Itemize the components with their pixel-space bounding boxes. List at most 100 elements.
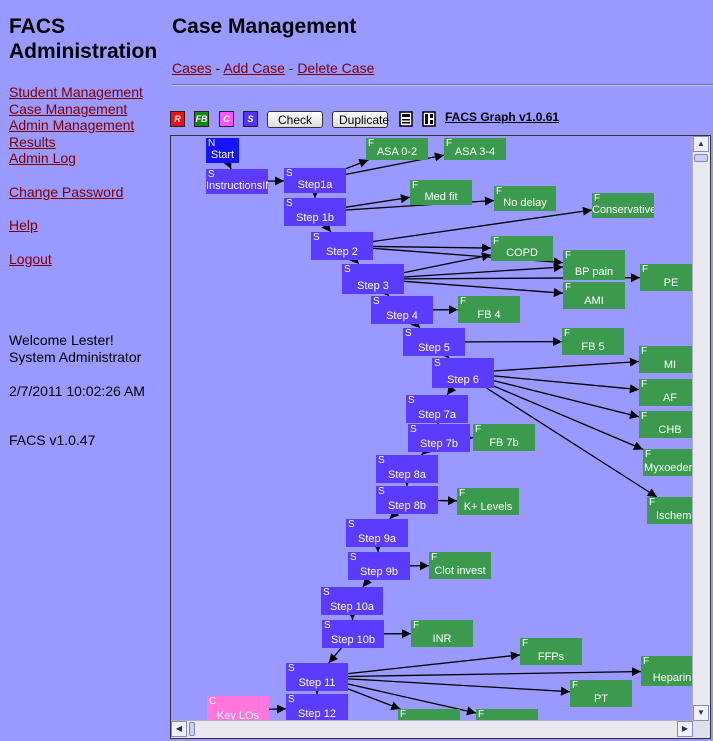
scroll-down-button[interactable]: ▼ bbox=[693, 705, 709, 721]
graph-edge-step10b-step11 bbox=[328, 647, 342, 664]
node-label: Myxoedema bbox=[644, 462, 704, 474]
horizontal-scroll-thumb[interactable] bbox=[189, 722, 195, 736]
vertical-scroll-thumb[interactable] bbox=[694, 154, 708, 162]
graph-edge-step6-af bbox=[493, 375, 640, 394]
check-button[interactable]: Check bbox=[267, 111, 323, 128]
graph-edge-step6-step7a bbox=[446, 384, 457, 396]
fb-icon[interactable]: FB bbox=[194, 111, 209, 127]
user-role: System Administrator bbox=[9, 349, 142, 365]
nav-help[interactable]: Help bbox=[9, 217, 38, 233]
layout-icon[interactable] bbox=[422, 111, 436, 127]
graph-edge-step1b-medfit bbox=[345, 194, 411, 208]
node-label: Step 10b bbox=[330, 634, 376, 646]
graph-edge-step11-f12a bbox=[347, 688, 401, 710]
graph-edge-step2-conservative bbox=[372, 206, 593, 243]
node-label: FFPs bbox=[537, 651, 565, 663]
vertical-scrollbar[interactable]: ▲ ▼ bbox=[692, 136, 710, 721]
node-label: Clot invest bbox=[434, 565, 486, 577]
nav-admin-log[interactable]: Admin Log bbox=[9, 150, 76, 166]
nav-logout[interactable]: Logout bbox=[9, 250, 52, 267]
node-label: Start bbox=[210, 149, 235, 161]
node-type-letter: F bbox=[641, 379, 648, 390]
node-type-letter: F bbox=[496, 186, 503, 197]
duplicate-button[interactable]: Duplicate bbox=[332, 111, 389, 128]
add-case-link[interactable]: Add Case bbox=[223, 60, 285, 76]
app-version: FACS v1.0.47 bbox=[9, 432, 96, 448]
node-type-letter: F bbox=[572, 680, 579, 691]
graph-edge-step1a-asa02 bbox=[345, 159, 369, 170]
scrollbar-corner bbox=[693, 721, 710, 738]
node-label: Step 8b bbox=[388, 500, 426, 512]
nav-change-password[interactable]: Change Password bbox=[9, 183, 124, 200]
nav-case-management[interactable]: Case Management bbox=[9, 100, 128, 117]
scroll-left-button[interactable]: ◀ bbox=[171, 721, 187, 737]
node-label: Ischemia bbox=[655, 510, 701, 522]
horizontal-scrollbar[interactable]: ◀ ▶ bbox=[171, 720, 693, 738]
graph-edge-step11-heparin bbox=[347, 667, 642, 678]
graph-edge-step2-step3 bbox=[349, 254, 360, 265]
node-type-letter: F bbox=[641, 411, 648, 422]
delete-case-link[interactable]: Delete Case bbox=[297, 60, 375, 76]
node-type-letter: S bbox=[350, 552, 357, 563]
r-icon[interactable]: R bbox=[170, 111, 185, 127]
nav-results[interactable]: Results bbox=[9, 133, 56, 150]
s-icon[interactable]: S bbox=[243, 111, 258, 127]
node-type-letter: S bbox=[348, 519, 355, 530]
facs-graph-link[interactable]: FACS Graph v1.0.61 bbox=[445, 110, 560, 124]
document-icon[interactable] bbox=[399, 111, 413, 127]
node-label: Step 1b bbox=[296, 212, 334, 224]
node-label: AMI bbox=[584, 295, 604, 307]
cases-link[interactable]: Cases bbox=[172, 60, 212, 76]
app-title-line2: Administration bbox=[9, 40, 158, 63]
node-label: Step 4 bbox=[386, 310, 418, 322]
nav-admin-management[interactable]: Admin Management bbox=[9, 117, 135, 133]
graph-edge-step11-pt bbox=[347, 678, 571, 696]
scroll-right-button[interactable]: ▶ bbox=[677, 721, 693, 737]
page-title: Case Management bbox=[172, 15, 357, 38]
nav-student-management[interactable]: Student Management bbox=[9, 84, 143, 100]
scroll-up-button[interactable]: ▲ bbox=[693, 136, 709, 152]
c-icon[interactable]: C bbox=[219, 111, 234, 127]
graph-edge-step6-myx bbox=[493, 385, 644, 450]
